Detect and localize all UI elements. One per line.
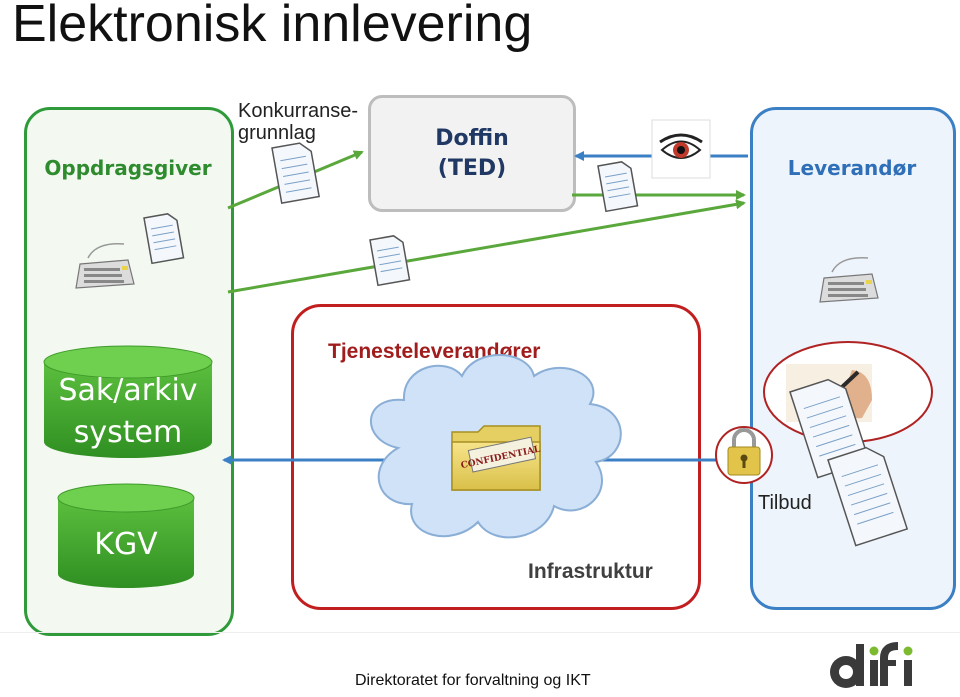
tilbud-label: Tilbud xyxy=(758,492,812,514)
kgv-label: KGV xyxy=(94,527,158,562)
document-icon xyxy=(143,213,185,265)
oppdragsgiver-label: Oppdragsgiver xyxy=(44,156,212,180)
keyboard-icon xyxy=(819,257,879,303)
infrastruktur-label: Infrastruktur xyxy=(528,560,653,583)
doffin-box: Doffin (TED) xyxy=(368,95,576,212)
sak-arkiv-label: Sak/arkiv xyxy=(58,373,197,408)
arrow-oppdrag-to-leverandor xyxy=(227,199,746,294)
padlock-icon xyxy=(715,426,773,484)
konkurransegrunnlag-line1: Konkurranse- xyxy=(238,100,359,122)
kgv-database: KGV xyxy=(57,483,195,588)
konkurransegrunnlag-label: Konkurranse- grunnlag xyxy=(238,100,358,144)
eye-icon xyxy=(651,119,711,179)
document-icon xyxy=(369,235,411,287)
doffin-label: Doffin xyxy=(435,125,509,151)
sak-arkiv-database: Sak/arkiv system xyxy=(43,345,213,458)
confidential-folder-icon: CONFIDENTIAL xyxy=(451,425,542,491)
footer-divider xyxy=(0,632,960,633)
sak-arkiv-system-label: system xyxy=(74,415,182,450)
doffin-ted-label: (TED) xyxy=(437,155,507,181)
konkurransegrunnlag-line2: grunnlag xyxy=(238,122,316,144)
page-title: Elektronisk innlevering xyxy=(12,0,533,53)
footer-org: Direktoratet for forvaltning og IKT xyxy=(355,672,591,689)
tilbud-document-icon xyxy=(827,446,909,547)
document-icon xyxy=(271,142,321,205)
keyboard-icon xyxy=(75,243,135,289)
document-icon xyxy=(597,161,639,213)
difi-logo xyxy=(830,642,913,688)
leverandor-label: Leverandør xyxy=(787,156,917,180)
